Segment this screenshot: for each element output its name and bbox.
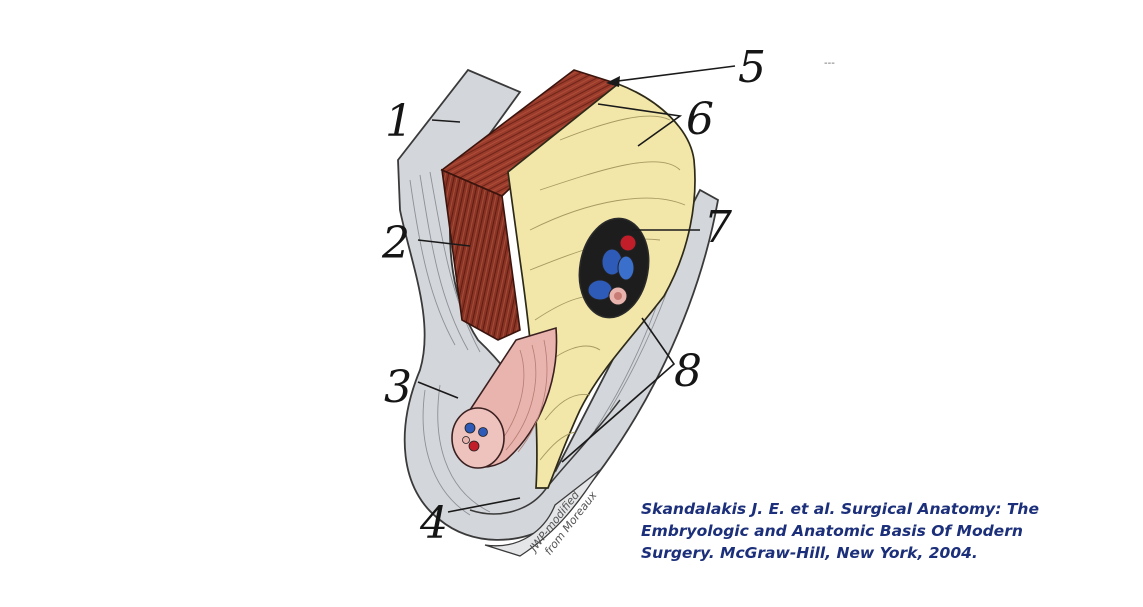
leader-3: [417, 381, 459, 399]
label-2: 2: [381, 218, 410, 269]
source-citation: Skandalakis J. E. et al. Surgical Anatom…: [641, 498, 1111, 564]
label-3: 3: [384, 362, 412, 413]
faint-mark: ---: [824, 58, 835, 69]
leader-4: [447, 497, 521, 513]
label-8: 8: [674, 346, 702, 397]
label-1: 1: [385, 96, 413, 147]
fascia-fiber-lines: [409, 171, 691, 516]
citation-line-2: Embryologic and Anatomic Basis Of Modern: [641, 522, 1023, 540]
leader-5: [609, 65, 736, 83]
cord-vessels: [462, 422, 488, 452]
leader-8: [561, 317, 676, 463]
label-7: 7: [704, 202, 732, 253]
label-6: 6: [686, 94, 714, 145]
label-5: 5: [738, 42, 766, 93]
citation-line-1: Skandalakis J. E. et al. Surgical Anatom…: [641, 500, 1039, 518]
leader-1: [431, 119, 461, 123]
label-4: 4: [419, 498, 448, 549]
leader-5-arrowhead: [606, 76, 620, 87]
lower-groove: [484, 469, 601, 557]
leader-6: [597, 103, 683, 147]
citation-line-3: Surgery. McGraw-Hill, New York, 2004.: [641, 544, 978, 562]
cord-cross-section: [451, 407, 505, 469]
leader-2: [417, 239, 471, 247]
ring-contents: [587, 234, 637, 306]
lower-fascia-edge: [469, 399, 621, 515]
